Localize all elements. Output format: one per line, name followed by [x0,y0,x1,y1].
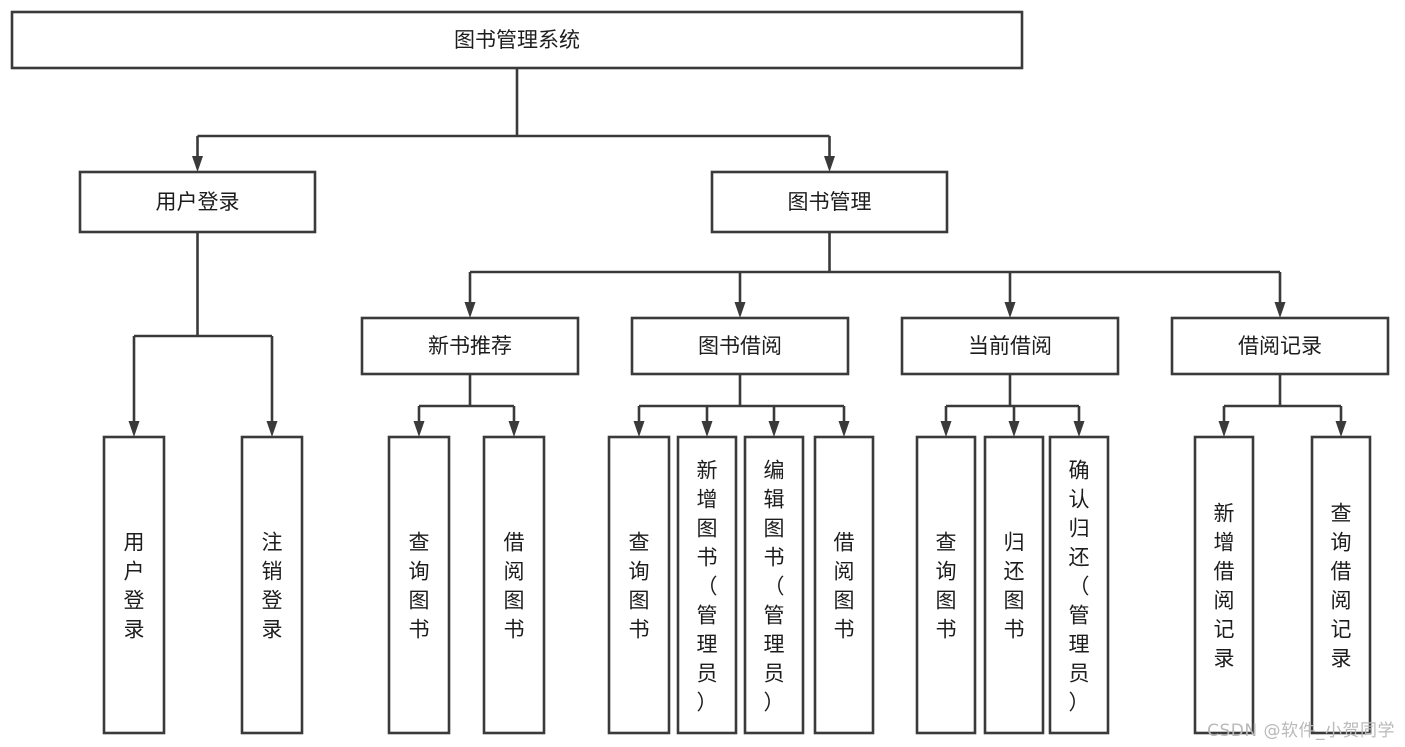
current-borrow-to-leaf-query-book-current-arrowhead [940,421,952,437]
bm-to-new-book-recommend-arrowhead [464,302,476,318]
node-leaf-logout[interactable]: 注销登录 [240,435,304,735]
node-label-leaf-add-book-admin: 新增图书（管理员） [697,459,718,715]
node-box-book-borrow [630,316,850,376]
new-book-recommend-to-leaf-borrow-book-recommend-arrowhead [508,421,520,437]
node-leaf-query-book-recommend[interactable]: 查询图书 [387,435,451,735]
node-leaf-query-book-current[interactable]: 查询图书 [915,435,977,735]
current-borrow-to-leaf-return-book-arrowhead [1008,421,1020,437]
node-current-borrow[interactable]: 当前借阅 [900,316,1120,376]
borrow-record-to-leaf-query-borrow-record-arrowhead [1335,421,1347,437]
node-label-book-borrow: 图书借阅 [698,334,782,358]
node-layer: 图书管理系统用户登录图书管理新书推荐图书借阅当前借阅借阅记录用户登录注销登录查询… [10,10,1390,735]
node-box-leaf-user-login [102,435,166,735]
node-leaf-confirm-return-admin[interactable]: 确认归还（管理员） [1048,435,1110,735]
node-box-leaf-query-book-borrow [607,435,671,735]
node-label-leaf-borrow-book-recommend: 借阅图书 [504,531,525,642]
connector-layer [128,68,1347,437]
new-book-recommend-to-leaf-query-book-recommend-arrowhead [413,421,425,437]
book-borrow-to-leaf-add-book-admin-arrowhead [701,421,713,437]
node-label-root: 图书管理系统 [454,28,580,52]
node-book-management[interactable]: 图书管理 [710,170,949,234]
node-borrow-record[interactable]: 借阅记录 [1170,316,1390,376]
node-leaf-query-borrow-record[interactable]: 查询借阅记录 [1310,435,1372,735]
node-leaf-add-borrow-record[interactable]: 新增借阅记录 [1193,435,1255,735]
node-label-leaf-edit-book-admin: 编辑图书（管理员） [764,459,785,715]
borrow-record-to-leaf-add-borrow-record-arrowhead [1218,421,1230,437]
node-label-leaf-query-borrow-record: 查询借阅记录 [1331,502,1352,671]
book-borrow-to-leaf-edit-book-admin-arrowhead [768,421,780,437]
node-label-leaf-borrow-book: 借阅图书 [834,531,855,642]
node-label-leaf-confirm-return-admin: 确认归还（管理员） [1069,459,1090,715]
node-leaf-query-book-borrow[interactable]: 查询图书 [607,435,671,735]
node-box-leaf-add-book-admin [676,435,738,735]
bm-to-borrow-record-arrowhead [1274,302,1286,318]
node-leaf-borrow-book-recommend[interactable]: 借阅图书 [482,435,546,735]
node-label-leaf-add-borrow-record: 新增借阅记录 [1214,502,1235,671]
node-box-leaf-borrow-book [813,435,875,735]
node-leaf-add-book-admin[interactable]: 新增图书（管理员） [676,435,738,735]
node-label-leaf-return-book: 归还图书 [1004,531,1025,642]
node-label-leaf-query-book-recommend: 查询图书 [409,531,430,642]
node-label-user-login: 用户登录 [156,190,240,214]
node-box-leaf-query-book-recommend [387,435,451,735]
node-box-leaf-logout [240,435,304,735]
node-box-borrow-record [1170,316,1390,376]
node-leaf-user-login[interactable]: 用户登录 [102,435,166,735]
book-borrow-to-leaf-borrow-book-arrowhead [838,421,850,437]
node-label-new-book-recommend: 新书推荐 [428,334,512,358]
node-box-leaf-confirm-return-admin [1048,435,1110,735]
node-box-leaf-edit-book-admin [743,435,805,735]
node-box-leaf-borrow-book-recommend [482,435,546,735]
node-user-login[interactable]: 用户登录 [78,170,317,234]
node-label-leaf-user-login: 用户登录 [124,531,145,642]
node-box-current-borrow [900,316,1120,376]
ul-to-leaf-user-login-arrowhead [128,421,140,437]
node-box-user-login [78,170,317,234]
book-borrow-to-leaf-query-book-borrow-arrowhead [633,421,645,437]
current-borrow-to-leaf-confirm-return-admin-arrowhead [1073,421,1085,437]
node-label-borrow-record: 借阅记录 [1238,334,1322,358]
csdn-watermark: CSDN @软件_小贺同学 [1207,721,1395,741]
node-box-leaf-add-borrow-record [1193,435,1255,735]
node-leaf-edit-book-admin[interactable]: 编辑图书（管理员） [743,435,805,735]
node-label-book-management: 图书管理 [788,190,872,214]
root-to-user-login-arrowhead [192,156,203,172]
node-box-leaf-query-borrow-record [1310,435,1372,735]
root-to-book-management-arrowhead [824,156,835,172]
node-label-leaf-logout: 注销登录 [262,531,283,642]
node-new-book-recommend[interactable]: 新书推荐 [360,316,580,376]
node-leaf-borrow-book[interactable]: 借阅图书 [813,435,875,735]
bm-to-current-borrow-arrowhead [1004,302,1016,318]
node-box-leaf-query-book-current [915,435,977,735]
node-box-new-book-recommend [360,316,580,376]
node-box-book-management [710,170,949,234]
node-leaf-return-book[interactable]: 归还图书 [983,435,1045,735]
ul-to-leaf-logout-arrowhead [266,421,278,437]
node-label-current-borrow: 当前借阅 [968,334,1052,358]
bm-to-book-borrow-arrowhead [734,302,746,318]
node-box-root [10,10,1024,70]
node-label-leaf-query-book-current: 查询图书 [936,531,957,642]
node-box-leaf-return-book [983,435,1045,735]
node-book-borrow[interactable]: 图书借阅 [630,316,850,376]
node-root[interactable]: 图书管理系统 [10,10,1024,70]
node-label-leaf-query-book-borrow: 查询图书 [629,531,650,642]
